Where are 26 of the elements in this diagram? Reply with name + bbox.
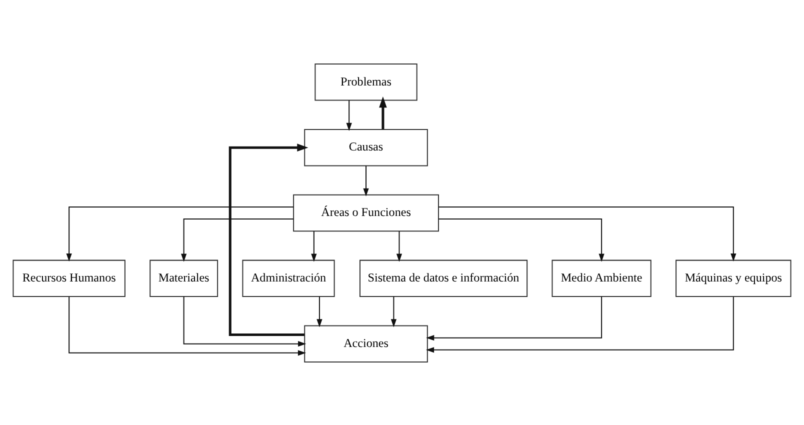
arrow: [316, 296, 322, 327]
node-box: Sistema de datos e información: [359, 259, 528, 297]
arrow: [438, 206, 736, 262]
arrow: [346, 100, 352, 130]
arrow: [379, 96, 387, 129]
node-box: Áreas o Funciones: [293, 194, 439, 232]
arrow: [66, 206, 294, 262]
arrow: [311, 230, 317, 262]
arrow: [426, 296, 602, 340]
arrow: [68, 296, 306, 356]
arrow: [438, 218, 604, 262]
node-box: Administración: [242, 259, 335, 297]
arrow: [183, 296, 306, 346]
node-box: Materiales: [150, 259, 218, 297]
node-box: Problemas: [314, 63, 418, 100]
node-box: Recursos Humanos: [12, 259, 126, 297]
arrow: [181, 218, 294, 262]
arrow: [390, 296, 397, 327]
arrow: [396, 230, 402, 262]
node-box: Medio Ambiente: [552, 259, 652, 297]
node-box: Máquinas y equipos: [676, 259, 792, 297]
node-box: Causas: [304, 128, 428, 166]
arrow: [228, 143, 308, 336]
arrow: [426, 296, 734, 352]
node-box: Acciones: [304, 324, 428, 362]
arrow: [363, 165, 369, 196]
